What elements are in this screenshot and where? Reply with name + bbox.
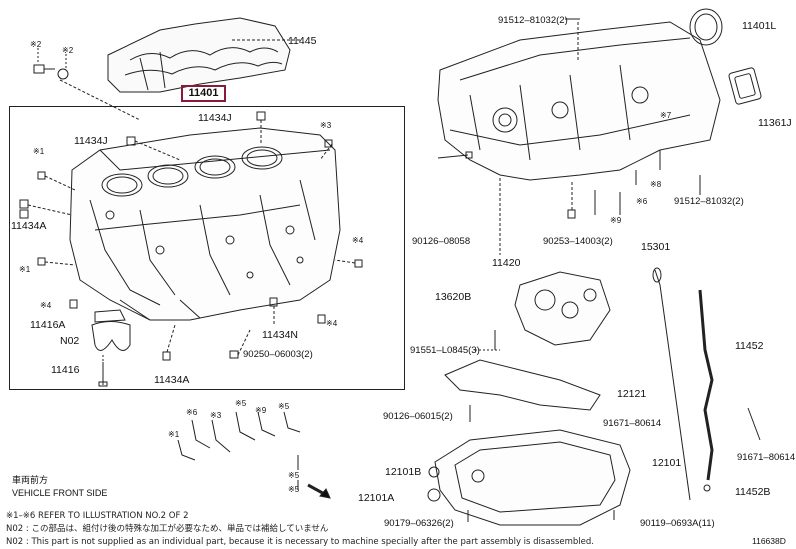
ref-mark-8: ※8	[650, 180, 662, 189]
ref-mark-3a: ※3	[320, 121, 332, 130]
bearing-cap-drawing	[91, 309, 131, 387]
ref-mark-9: ※9	[610, 216, 622, 225]
oil-pump-drawing	[475, 271, 611, 351]
part-90126-06015[interactable]: 90126–06015(2)	[383, 411, 453, 422]
ref-mark-5c: ※5	[288, 471, 300, 480]
note-n02-en: N02 : This part is not supplied as an in…	[6, 537, 595, 547]
ref-mark-4b: ※4	[352, 236, 364, 245]
note-n02-jp: N02 : この部品は、組付け後の特殊な加工が必要なため、単品では補給していませ…	[6, 524, 329, 534]
part-15301[interactable]: 15301	[641, 241, 671, 253]
oil-pan-lower-drawing	[434, 429, 631, 526]
ref-mark-5d: ※5	[288, 485, 300, 494]
part-11434J-left[interactable]: 11434J	[74, 135, 108, 147]
part-90119-0693A[interactable]: 90119–0693A(11)	[640, 518, 715, 529]
ref-mark-7: ※7	[660, 111, 672, 120]
part-90126-08058[interactable]: 90126–08058	[412, 236, 471, 247]
upper-pan-bolts	[437, 150, 701, 255]
part-12101[interactable]: 12101	[652, 457, 682, 469]
ref-mark-1c: ※1	[168, 430, 180, 439]
part-11434A-left[interactable]: 11434A	[11, 220, 47, 232]
part-90179-06326[interactable]: 90179–06326(2)	[384, 518, 454, 529]
cylinder-block-drawing	[69, 127, 341, 321]
insulator-drawing	[107, 17, 291, 93]
part-91671-80614-left[interactable]: 91671–80614	[603, 418, 662, 429]
ref-mark-6a: ※6	[186, 408, 198, 417]
oil-pan-upper-drawing	[437, 21, 721, 181]
dipstick-guide-drawing	[698, 289, 714, 481]
part-12101A[interactable]: 12101A	[358, 492, 395, 504]
part-11434A-bottom[interactable]: 11434A	[154, 374, 190, 386]
part-12121[interactable]: 12121	[617, 388, 647, 400]
ref-mark-9a: ※9	[255, 406, 267, 415]
part-11401-highlighted[interactable]: 11401	[181, 85, 226, 102]
part-90250-06003[interactable]: 90250–06003(2)	[243, 349, 313, 360]
ref-mark-6: ※6	[636, 197, 648, 206]
small-parts-row	[177, 411, 301, 490]
ref-mark-2a: ※2	[30, 40, 42, 49]
ref-mark-5b: ※5	[278, 402, 290, 411]
oil-seal-drawing	[689, 8, 723, 46]
gasket-ring-drawing	[427, 488, 441, 502]
dipstick-drawing	[654, 269, 691, 501]
part-11452[interactable]: 11452	[735, 340, 764, 352]
part-91512-81032-top[interactable]: 91512–81032(2)	[498, 15, 568, 26]
part-N02[interactable]: N02	[60, 335, 80, 347]
block-small-parts	[19, 111, 363, 361]
drain-plug-drawing	[428, 466, 440, 478]
front-arrow-head	[319, 488, 331, 499]
part-13620B[interactable]: 13620B	[435, 291, 472, 303]
part-90253-14003[interactable]: 90253–14003(2)	[543, 236, 613, 247]
ref-mark-1a: ※1	[33, 147, 45, 156]
part-11452B[interactable]: 11452B	[735, 486, 771, 498]
ref-mark-4c: ※4	[326, 319, 338, 328]
part-11401L[interactable]: 11401L	[742, 20, 777, 32]
part-11416A[interactable]: 11416A	[30, 319, 66, 331]
cylinder-block-assembly-frame	[9, 106, 405, 390]
illustration-code: 116638D	[752, 536, 786, 546]
part-12101B[interactable]: 12101B	[385, 466, 422, 478]
part-91551-L0845[interactable]: 91551–L0845(3)	[410, 345, 480, 356]
vehicle-front-jp: 車両前方	[12, 476, 49, 486]
part-11434N[interactable]: 11434N	[262, 329, 299, 341]
ref-mark-2b: ※2	[62, 46, 74, 55]
ref-mark-4a: ※4	[40, 301, 52, 310]
part-91512-81032-right[interactable]: 91512–81032(2)	[674, 196, 744, 207]
vehicle-front-en: VEHICLE FRONT SIDE	[12, 488, 108, 498]
ref-mark-5a: ※5	[235, 399, 247, 408]
note-refer: ※1–※6 REFER TO ILLUSTRATION NO.2 OF 2	[6, 511, 189, 521]
part-11416[interactable]: 11416	[51, 364, 80, 376]
ref-mark-1b: ※1	[19, 265, 31, 274]
part-11445[interactable]: 11445	[288, 35, 317, 47]
part-11434J-top[interactable]: 11434J	[198, 112, 232, 124]
baffle-plate-drawing	[444, 359, 601, 411]
part-11361J[interactable]: 11361J	[758, 117, 792, 129]
gasket-drawing	[728, 67, 762, 105]
bolts-top-left	[33, 48, 141, 121]
part-91671-80614-right[interactable]: 91671–80614	[737, 452, 796, 463]
ref-mark-3b: ※3	[210, 411, 222, 420]
part-11420[interactable]: 11420	[492, 257, 521, 269]
